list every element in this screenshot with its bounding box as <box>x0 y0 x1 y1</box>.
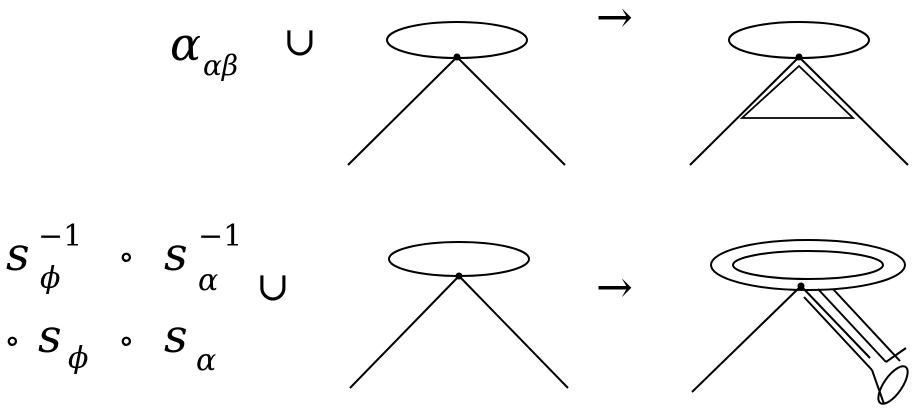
row2-right-outer-loop <box>710 239 906 291</box>
row1-right-leg-right <box>798 56 909 166</box>
row2-union-symbol: ∪ <box>256 264 290 310</box>
row2-compose-3: ∘ <box>118 321 135 361</box>
row1-left-leg-left <box>347 56 458 166</box>
row2-s-alpha-sub: α <box>196 343 216 378</box>
row2-s-phi-inverse-sup: −1 <box>38 219 82 254</box>
row2-right-leg-left <box>691 285 802 393</box>
row2-right-leg-right <box>800 285 871 359</box>
row2-right-ribbon-cap-bottom <box>871 369 885 405</box>
row2-compose-1: ∘ <box>118 237 135 277</box>
row1-label: α αβ ∪ <box>170 17 317 82</box>
row2-right-ribbon-edge-3 <box>803 296 873 371</box>
row1-left-vertex <box>453 53 461 61</box>
row2-s-phi-inverse: s <box>6 227 30 281</box>
row1-right-leg-left <box>689 56 800 166</box>
row2-left-vertex <box>455 272 463 280</box>
row2-s-alpha-inverse: s <box>164 227 188 281</box>
row2-compose-2: ∘ <box>4 321 21 361</box>
row1-right-vertex <box>795 53 803 61</box>
row2-right-ribbon-edge-1 <box>817 288 887 363</box>
row1-alpha-subscript: αβ <box>203 49 238 82</box>
row2-right-ribbon-edge-2 <box>832 288 901 362</box>
row1-right-loop <box>728 21 870 59</box>
row2-s-phi-sub: ϕ <box>68 341 88 376</box>
row2-right-figure <box>691 239 909 405</box>
row1-right-inner-triangle <box>739 64 856 119</box>
row1-arrow: → <box>596 0 633 43</box>
row2-right-inner-loop <box>732 250 884 280</box>
row2-s-phi: s <box>38 309 62 363</box>
row2-s-alpha-inverse-sub: α <box>198 263 218 298</box>
row2-s-phi-inverse-sub: ϕ <box>40 261 60 296</box>
row2-left-figure <box>349 241 569 389</box>
row2-s-alpha-inverse-sup: −1 <box>198 219 242 254</box>
row2-s-alpha: s <box>164 309 188 363</box>
row2-right-vertex <box>797 282 805 290</box>
row1-left-figure <box>347 21 566 166</box>
row1-left-leg-right <box>456 56 566 166</box>
row2-right-ribbon-cap-top <box>885 347 907 363</box>
row2-right-ribbon-end <box>877 365 909 405</box>
row2-arrow: → <box>596 262 633 313</box>
row2-left-leg-right <box>458 275 569 389</box>
row2-left-loop <box>388 241 530 277</box>
row1-union-symbol: ∪ <box>283 19 317 65</box>
row2-label: s −1 ϕ ∘ s −1 α ∪ ∘ s ϕ ∘ s α <box>4 219 290 378</box>
row1-alpha: α <box>170 17 201 71</box>
row1-right-figure <box>689 21 909 166</box>
row1-left-loop <box>386 21 528 59</box>
row2-left-leg-left <box>349 275 460 389</box>
